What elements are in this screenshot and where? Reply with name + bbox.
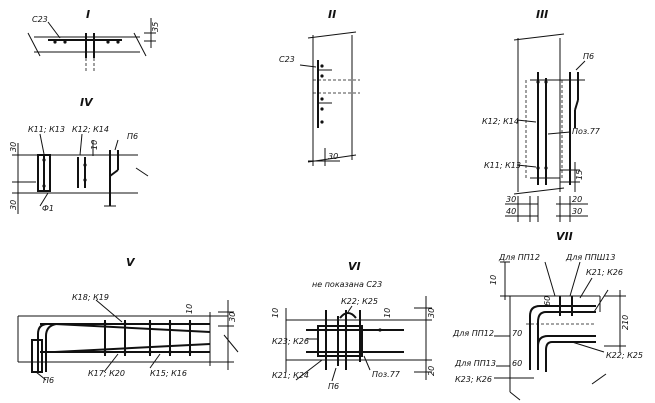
view-7: VII 10 210 60 70 60 Для ПП12 Для ППШ13 К… [452,230,643,401]
view-5: V К18; К19 П6 К17; К20 К15; К [17,256,239,385]
view-4-dim-30a: 30 [9,142,18,152]
view-6-dim-10b: 10 [271,308,280,318]
view-5-dim-10: 10 [185,304,194,314]
view-6-dim-30: 30 [427,308,436,318]
view-7-label-k21: К21; К26 [586,268,623,277]
view-2-label-c23: С23 [279,55,295,64]
view-3: III П6 К12; К14 Поз.77 К11; К13 15 [482,8,601,222]
view-5-numeral: V [126,256,136,269]
view-6-label-poz77: Поз.77 [372,370,401,379]
view-4-dim-30b: 30 [9,200,18,210]
view-6-label-p6: П6 [328,382,339,391]
view-4-numeral: IV [80,96,94,109]
view-3-label-p6: П6 [583,52,594,61]
view-7-label-for-pp12: Для ПП12 [452,329,494,338]
view-6-label-k22: К22; К25 [341,297,378,306]
view-3-dim-40: 40 [506,207,516,216]
view-4-dim-10: 10 [90,140,99,150]
view-3-dim-30b: 30 [572,207,582,216]
view-4-label-k11: К11; К13 [28,125,65,134]
view-6: VI не показана С23 К22; К25 К23; К26 К21… [271,260,436,391]
view-3-dim-20: 20 [572,195,582,204]
view-6-subtitle: не показана С23 [312,280,382,289]
view-5-label-p6: П6 [43,376,54,385]
view-5-dim-30: 30 [228,312,237,322]
view-7-label-k23: К23; К26 [455,375,492,384]
view-7-dim-60-top: 60 [543,296,552,306]
view-6-dim-10a: 10 [383,308,392,318]
view-6-numeral: VI [348,260,361,273]
view-4-label-k12: К12; К14 [72,125,109,134]
view-7-label-for-pp13: Для ПП13 [454,359,496,368]
view-1-dim: 35 [151,22,160,32]
view-3-label-poz77: Поз.77 [572,127,601,136]
view-5-label-k18: К18; К19 [72,293,109,302]
view-3-label-k12: К12; К14 [482,117,519,126]
view-3-dim-15: 15 [575,170,584,180]
view-6-dim-20: 20 [427,366,436,376]
view-6-label-k21: К21; К24 [272,371,309,380]
view-7-label-for-pp12-top: Для ПП12 [498,253,540,262]
view-7-dim-60: 60 [512,359,522,368]
view-6-label-k23: К23; К26 [272,337,309,346]
view-7-dim-70: 70 [512,329,522,338]
view-3-label-k11: К11; К13 [484,161,521,170]
view-2: II С23 30 [279,8,360,166]
view-1-label-c23: С23 [32,15,48,24]
view-3-dim-30a: 30 [506,195,516,204]
view-2-numeral: II [328,8,336,21]
view-1: I С23 35 [27,8,160,72]
view-3-numeral: III [536,8,548,21]
view-1-numeral: I [86,8,90,21]
view-7-numeral: VII [556,230,573,243]
view-5-label-k17: К17; К20 [88,369,125,378]
view-7-dim-210: 210 [621,315,630,330]
view-2-dim: 30 [328,152,338,161]
view-4-label-p6: П6 [127,132,138,141]
view-5-label-k15: К15; К16 [150,369,187,378]
view-4-label-f1: Ф1 [42,204,54,213]
view-7-label-for-ppsh13: Для ППШ13 [565,253,615,262]
view-7-label-k22: К22; К25 [606,351,643,360]
view-7-dim-10: 10 [489,275,498,285]
view-4: IV К11; К13 К12; К14 П6 Ф1 30 10 30 [9,96,149,214]
